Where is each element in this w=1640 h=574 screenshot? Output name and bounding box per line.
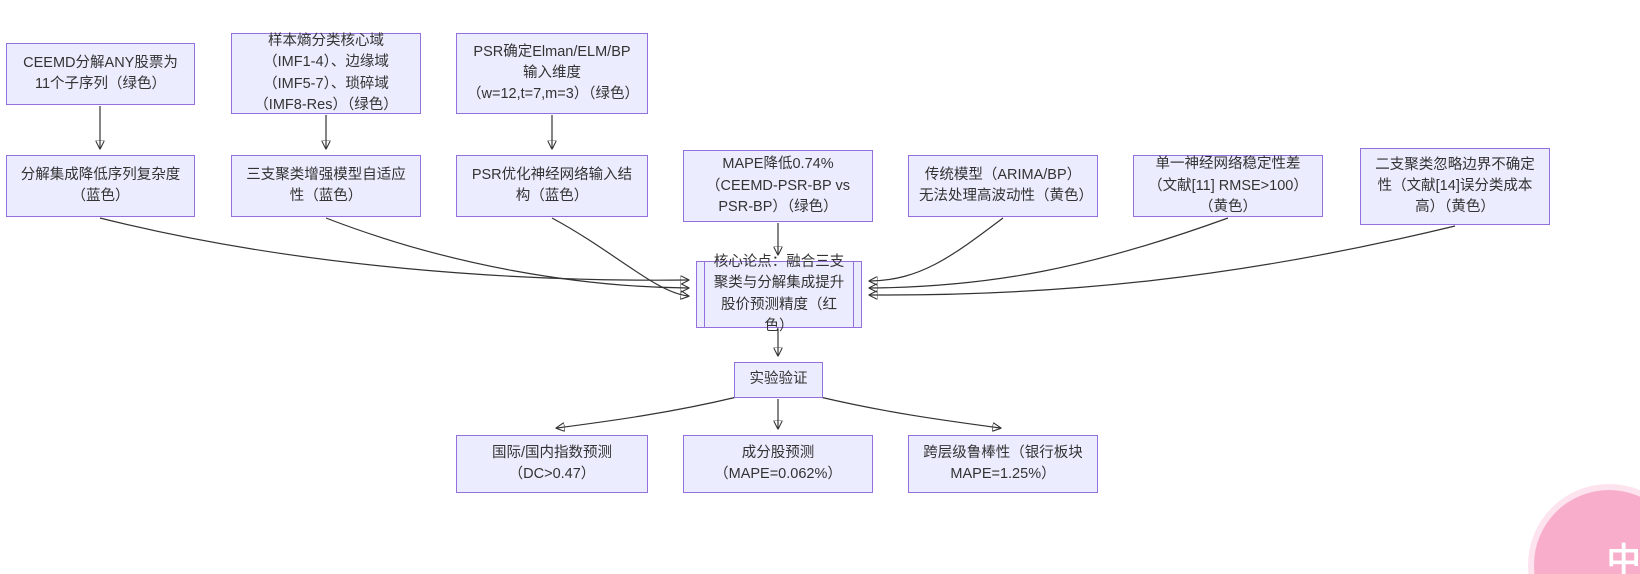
node-component-pred: 成分股预测（MAPE=0.062%） [683, 435, 873, 493]
translate-badge-label: 中A [1606, 541, 1640, 574]
edge-threeway-to-core [325, 217, 688, 288]
node-core-thesis: 核心论点：融合三支聚类与分解集成提升股价预测精度（红色） [696, 254, 862, 334]
translate-badge[interactable]: 中A [1534, 490, 1640, 574]
edge-singlenn-to-core [870, 217, 1229, 288]
node-robustness: 跨层级鲁棒性（银行板块 MAPE=1.25%） [908, 435, 1098, 493]
edge-complexity-to-core [99, 217, 688, 280]
edge-experiment-to-robustness [819, 396, 1000, 428]
node-twoway-cluster: 二支聚类忽略边界不确定性（文献[14]误分类成本高）（黄色） [1360, 148, 1550, 225]
node-ceemd-decompose: CEEMD分解ANY股票为11个子序列（绿色） [6, 43, 195, 105]
node-decomp-complexity: 分解集成降低序列复杂度（蓝色） [6, 155, 195, 217]
node-single-nn: 单一神经网络稳定性差（文献[11] RMSE>100）（黄色） [1133, 155, 1323, 217]
node-experiment: 实验验证 [734, 362, 823, 398]
edge-experiment-to-index [557, 396, 738, 428]
edge-twoway-to-core [870, 225, 1456, 295]
node-mape-reduce: MAPE降低0.74%（CEEMD-PSR-BP vs PSR-BP）（绿色） [683, 150, 873, 222]
node-threeway-cluster: 三支聚类增强模型自适应性（蓝色） [231, 155, 421, 217]
edge-traditional-to-core [870, 217, 1004, 281]
node-sample-entropy: 样本熵分类核心域（IMF1-4）、边缘域（IMF5-7）、琐碎域（IMF8-Re… [231, 33, 421, 114]
node-psr-input-dim: PSR确定Elman/ELM/BP输入维度（w=12,t=7,m=3）（绿色） [456, 33, 648, 114]
edge-psrstruct-to-core [551, 217, 688, 296]
node-index-prediction: 国际/国内指数预测（DC>0.47） [456, 435, 648, 493]
node-psr-structure: PSR优化神经网络输入结构（蓝色） [456, 155, 648, 217]
node-traditional-model: 传统模型（ARIMA/BP）无法处理高波动性（黄色） [908, 155, 1098, 217]
